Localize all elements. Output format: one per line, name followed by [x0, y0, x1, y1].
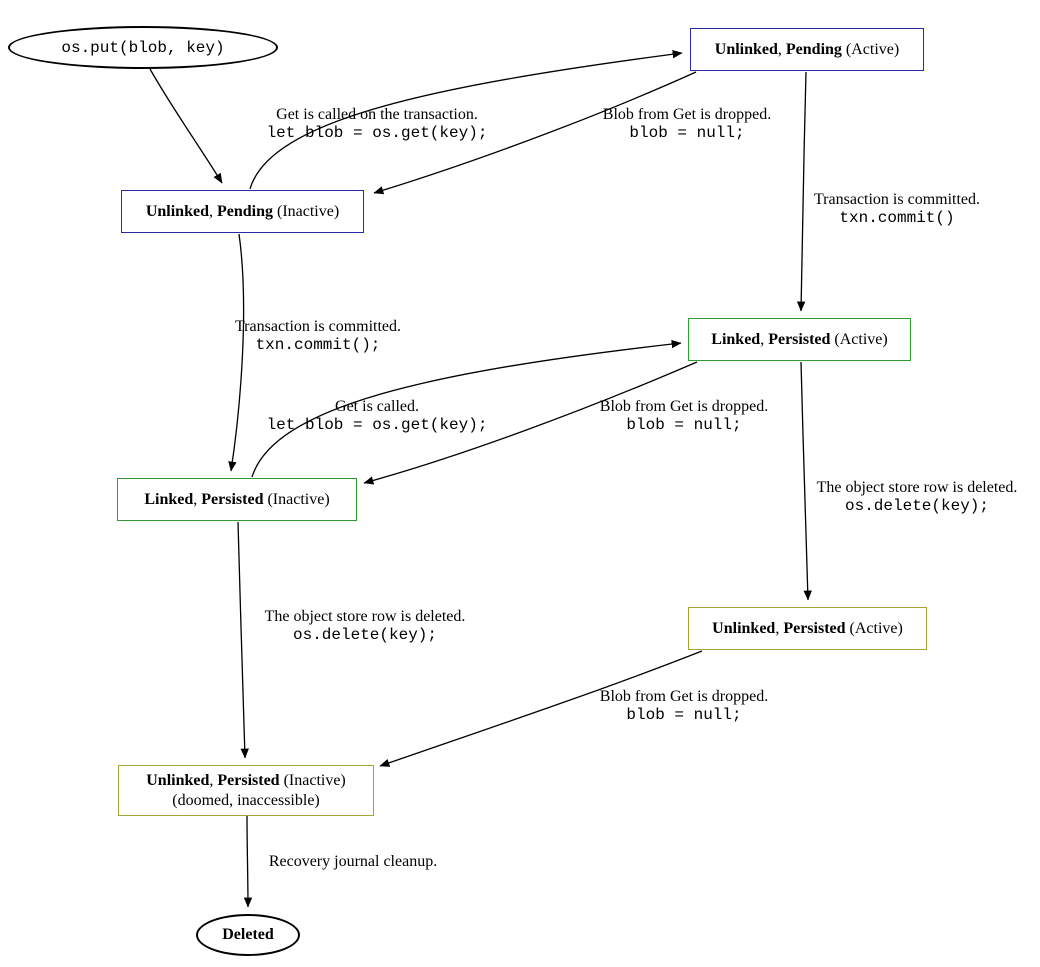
state-suffix: (Inactive)	[272, 202, 340, 220]
edge-label-code: txn.commit();	[255, 336, 381, 355]
state-word: Unlinked	[714, 40, 778, 58]
node-deleted: Deleted	[196, 914, 300, 956]
edge-label-row-deleted-inactive: The object store row is deleted. os.dele…	[246, 608, 484, 645]
state-suffix: (Active)	[845, 619, 903, 637]
edge-label-code: blob = null;	[629, 124, 745, 143]
edge-label-code: let blob = os.get(key);	[266, 124, 488, 143]
edge-label-recovery-cleanup: Recovery journal cleanup.	[255, 853, 451, 871]
edge-label-text: Blob from Get is dropped.	[602, 106, 772, 123]
edge-label-text: Get is called.	[335, 398, 419, 415]
node-label-line2: (doomed, inaccessible)	[172, 791, 320, 809]
state-word: Linked	[144, 490, 194, 508]
state-word: Persisted	[768, 330, 831, 348]
edge-unlinked-persisted-inactive-to-deleted	[243, 815, 253, 908]
edge-label-get-called: Get is called. let blob = os.get(key);	[253, 398, 501, 435]
state-word: Pending	[216, 202, 273, 220]
state-sep: ,	[777, 40, 786, 58]
node-label: Unlinked, Persisted (Inactive)	[146, 771, 346, 791]
state-suffix: (Inactive)	[279, 771, 346, 789]
state-sep: ,	[209, 771, 218, 789]
edge-label-text: Blob from Get is dropped.	[599, 398, 769, 415]
edge-label-text: Get is called on the transaction.	[276, 106, 478, 123]
edge-label-blob-dropped-doomed: Blob from Get is dropped. blob = null;	[580, 688, 788, 725]
state-word: Unlinked	[146, 771, 210, 789]
edge-label-commit-active: Transaction is committed. txn.commit()	[798, 191, 996, 228]
state-sep: ,	[193, 490, 202, 508]
state-word: Persisted	[201, 490, 264, 508]
node-label: Unlinked, Persisted (Active)	[712, 619, 903, 639]
edge-label-text: Blob from Get is dropped.	[599, 688, 769, 705]
edge-linked-persisted-inactive-to-unlinked-persisted-inactive	[237, 521, 249, 759]
edge-label-commit-inactive: Transaction is committed. txn.commit();	[218, 318, 418, 355]
node-label: Unlinked, Pending (Active)	[715, 40, 899, 60]
node-label: os.put(blob, key)	[61, 38, 225, 57]
node-label: Linked, Persisted (Active)	[711, 330, 887, 350]
node-unlinked-persisted-active: Unlinked, Persisted (Active)	[688, 607, 927, 650]
state-word: Unlinked	[712, 619, 776, 637]
node-label: Linked, Persisted (Inactive)	[144, 490, 329, 510]
node-label: Deleted	[222, 926, 274, 943]
node-unlinked-pending-inactive: Unlinked, Pending (Inactive)	[121, 190, 364, 233]
node-label: Unlinked, Pending (Inactive)	[146, 202, 339, 222]
state-suffix: (Active)	[830, 330, 888, 348]
edge-label-code: os.delete(key);	[844, 497, 990, 516]
state-word: Unlinked	[145, 202, 209, 220]
node-linked-persisted-inactive: Linked, Persisted (Inactive)	[117, 478, 357, 521]
edge-label-text: The object store row is deleted.	[264, 608, 466, 625]
edge-label-text: Recovery journal cleanup.	[268, 853, 438, 870]
node-os-put: os.put(blob, key)	[8, 26, 278, 69]
edge-label-text: Transaction is committed.	[813, 191, 981, 208]
edge-label-code: let blob = os.get(key);	[266, 416, 488, 435]
state-sep: ,	[775, 619, 784, 637]
edge-label-code: os.delete(key);	[292, 626, 438, 645]
node-unlinked-persisted-inactive: Unlinked, Persisted (Inactive) (doomed, …	[118, 765, 374, 816]
state-sep: ,	[208, 202, 217, 220]
edge-label-code: blob = null;	[626, 706, 742, 725]
edge-label-text: The object store row is deleted.	[816, 479, 1018, 496]
state-word: Persisted	[783, 619, 846, 637]
node-unlinked-pending-active: Unlinked, Pending (Active)	[690, 28, 924, 71]
state-suffix: (Inactive)	[263, 490, 330, 508]
edge-label-get-on-transaction: Get is called on the transaction. let bl…	[253, 106, 501, 143]
state-word: Pending	[785, 40, 842, 58]
state-word: Persisted	[217, 771, 280, 789]
edge-label-code: blob = null;	[626, 416, 742, 435]
edge-label-text: Transaction is committed.	[234, 318, 402, 335]
edge-label-blob-dropped-pending: Blob from Get is dropped. blob = null;	[583, 106, 791, 143]
node-linked-persisted-active: Linked, Persisted (Active)	[688, 318, 911, 361]
edge-label-blob-dropped-persisted: Blob from Get is dropped. blob = null;	[580, 398, 788, 435]
edge-osput-to-unlinked-pending-inactive	[149, 68, 223, 184]
state-word: Linked	[711, 330, 761, 348]
state-suffix: (Active)	[841, 40, 900, 58]
state-sep: ,	[760, 330, 769, 348]
edge-label-code: txn.commit()	[839, 209, 955, 228]
edge-label-row-deleted-active: The object store row is deleted. os.dele…	[798, 479, 1036, 516]
